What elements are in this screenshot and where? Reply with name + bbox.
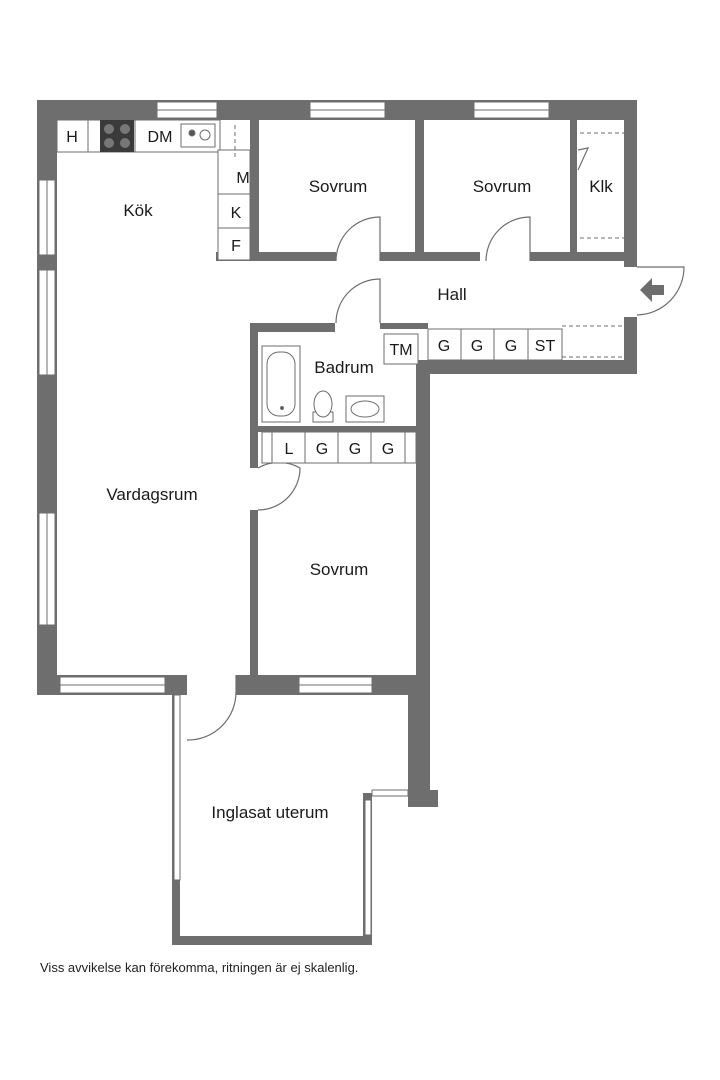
room-label-living-room: Vardagsrum (106, 485, 197, 504)
hall-wardrobes (383, 325, 624, 365)
bedroom-wardrobes (261, 431, 417, 464)
room-label-bedroom-2: Sovrum (473, 177, 532, 196)
stove (100, 120, 134, 152)
label-microwave: M (236, 170, 249, 187)
walls (37, 100, 637, 945)
room-label-sunroom: Inglasat uterum (211, 803, 328, 822)
window-details (46, 109, 549, 686)
room-label-bathroom: Badrum (314, 358, 374, 377)
label-wardrobe-bed-3: G (382, 441, 394, 458)
room-label-bedroom-3: Sovrum (310, 560, 369, 579)
label-dishwasher: DM (148, 129, 173, 146)
label-washing-machine: TM (389, 342, 412, 359)
room-label-hall: Hall (437, 285, 466, 304)
sink (188, 129, 211, 141)
label-wardrobe-bed-2: G (349, 441, 361, 458)
label-hood: H (66, 129, 78, 146)
label-wardrobe-hall-3: G (505, 338, 517, 355)
bathroom-fixtures (261, 345, 385, 423)
label-wardrobe-bed-1: G (316, 441, 328, 458)
room-label-bedroom-1: Sovrum (309, 177, 368, 196)
label-linen: L (285, 441, 294, 458)
room-label-closet: Klk (589, 177, 613, 196)
label-freezer: F (231, 238, 241, 255)
disclaimer-text: Viss avvikelse kan förekomma, ritningen … (40, 960, 359, 975)
label-storage-hall: ST (535, 338, 556, 355)
label-wardrobe-hall-2: G (471, 338, 483, 355)
closet-shelves (580, 132, 624, 239)
doors (186, 147, 685, 741)
label-fridge: K (231, 205, 242, 222)
room-label-kitchen: Kök (123, 201, 153, 220)
label-wardrobe-hall-1: G (438, 338, 450, 355)
entrance-arrow-icon (640, 278, 664, 302)
